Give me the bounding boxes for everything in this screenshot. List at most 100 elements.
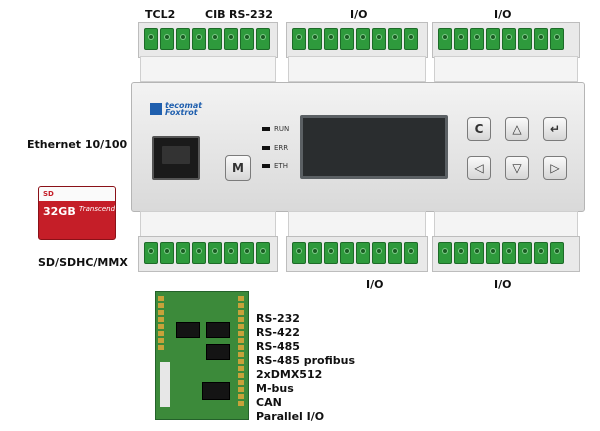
key-up-button[interactable]: △: [505, 117, 529, 141]
terminal: [292, 242, 306, 264]
terminal: [404, 242, 418, 264]
terminal: [308, 28, 322, 50]
terminal: [486, 28, 500, 50]
terminal: [208, 28, 222, 50]
sd-card: 32GB Transcend SD: [38, 186, 116, 240]
led-eth-icon: [262, 164, 270, 168]
key-left-button[interactable]: ◁: [467, 156, 491, 180]
pcb-chip: [202, 382, 230, 400]
interface-item: CAN: [256, 396, 282, 409]
led-run-label: RUN: [274, 125, 290, 133]
terminal: [518, 28, 532, 50]
terminal: [176, 242, 190, 264]
brand-line-1: tecomat: [165, 101, 203, 110]
terminal: [356, 28, 370, 50]
led-run: RUN: [262, 125, 289, 133]
terminal: [240, 28, 254, 50]
terminal: [470, 242, 484, 264]
top-terminals-left: [144, 28, 270, 50]
terminal: [224, 28, 238, 50]
label-rs232-top: RS-232: [229, 8, 273, 21]
terminal: [144, 28, 158, 50]
terminal: [550, 28, 564, 50]
terminal: [256, 28, 270, 50]
bottom-label-strip-left: [140, 211, 276, 237]
key-c-button[interactable]: C: [467, 117, 491, 141]
terminal: [502, 28, 516, 50]
module-interface-list: RS-232 RS-422 RS-485 RS-485 profibus 2xD…: [256, 312, 355, 424]
key-m-button[interactable]: M: [225, 155, 251, 181]
top-terminals-right: [438, 28, 564, 50]
label-tcl2: TCL2: [145, 8, 176, 21]
interface-item: 2xDMX512: [256, 368, 323, 381]
interface-item: M-bus: [256, 382, 294, 395]
led-err-label: ERR: [274, 144, 289, 152]
bottom-label-strip-right: [434, 211, 578, 237]
interface-item: RS-232: [256, 312, 300, 325]
terminal: [470, 28, 484, 50]
bottom-terminals-left: [144, 242, 270, 264]
terminal: [192, 242, 206, 264]
interface-item: RS-485: [256, 340, 300, 353]
label-io-bottom-2: I/O: [494, 278, 512, 291]
brand-mark-icon: [150, 103, 162, 115]
terminal: [308, 242, 322, 264]
bottom-label-strip-mid: [288, 211, 426, 237]
sd-card-capacity: 32GB: [43, 205, 76, 218]
terminal: [144, 242, 158, 264]
key-right-button[interactable]: ▷: [543, 156, 567, 180]
terminal: [388, 28, 402, 50]
terminal: [486, 242, 500, 264]
key-enter-button[interactable]: ↵: [543, 117, 567, 141]
label-sd: SD/SDHC/MMX: [38, 256, 128, 269]
terminal: [340, 28, 354, 50]
terminal: [356, 242, 370, 264]
key-down-button[interactable]: ▽: [505, 156, 529, 180]
label-ethernet: Ethernet 10/100: [27, 138, 128, 151]
terminal: [256, 242, 270, 264]
terminal: [518, 242, 532, 264]
terminal: [192, 28, 206, 50]
terminal: [292, 28, 306, 50]
terminal: [550, 242, 564, 264]
pcb-chip: [176, 322, 200, 338]
terminal: [454, 28, 468, 50]
pcb-sticker: [160, 362, 170, 407]
terminal: [324, 28, 338, 50]
interface-item: Parallel I/O: [256, 410, 325, 423]
terminal: [160, 242, 174, 264]
interface-item: RS-485 profibus: [256, 354, 356, 367]
terminal: [224, 242, 238, 264]
top-label-strip-right: [434, 56, 578, 82]
ethernet-port[interactable]: [152, 136, 200, 180]
terminal: [208, 242, 222, 264]
terminal: [340, 242, 354, 264]
terminal: [534, 242, 548, 264]
terminal: [176, 28, 190, 50]
bottom-terminals-right: [438, 242, 564, 264]
interface-item: RS-422: [256, 326, 300, 339]
terminal: [372, 28, 386, 50]
label-cib: CIB: [205, 8, 226, 21]
pcb-chip: [206, 322, 230, 338]
ethernet-socket-icon: [162, 146, 190, 164]
pcb-chip: [206, 344, 230, 360]
sd-card-type: SD: [43, 190, 54, 198]
pcb-pins-right: [238, 296, 244, 406]
terminal: [240, 242, 254, 264]
terminal: [454, 242, 468, 264]
led-err: ERR: [262, 144, 288, 152]
pcb-pins-left: [158, 296, 164, 350]
terminal: [404, 28, 418, 50]
terminal: [502, 242, 516, 264]
led-run-icon: [262, 127, 270, 131]
top-label-strip-left: [140, 56, 276, 82]
sd-card-top-band: [39, 187, 115, 201]
terminal: [438, 28, 452, 50]
top-terminals-mid: [292, 28, 418, 50]
led-err-icon: [262, 146, 270, 150]
terminal: [388, 242, 402, 264]
terminal: [438, 242, 452, 264]
bottom-terminals-mid: [292, 242, 418, 264]
label-io-bottom-1: I/O: [366, 278, 384, 291]
